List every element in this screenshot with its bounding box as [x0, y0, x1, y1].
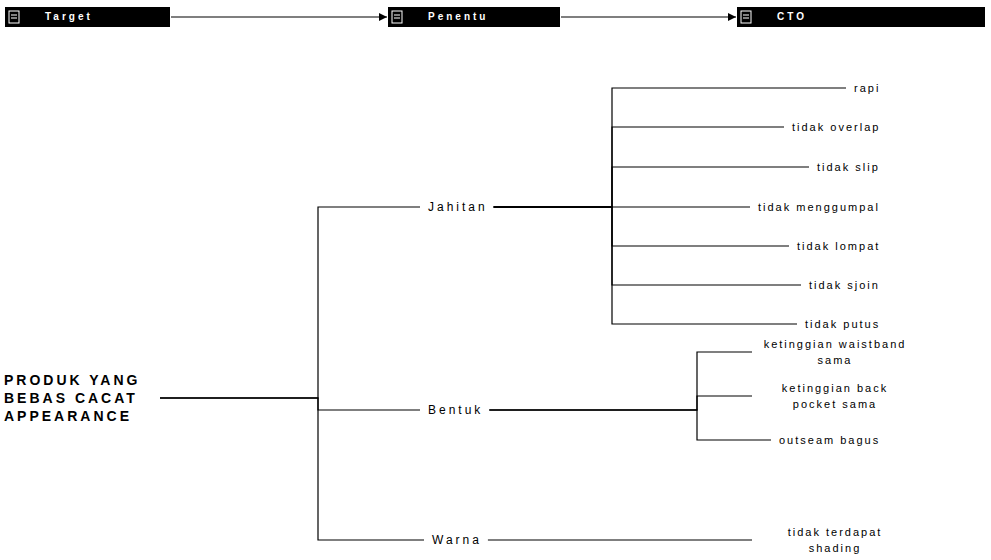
cto-node: ketinggian back pocket sama	[760, 378, 910, 414]
tree-connector	[489, 396, 752, 410]
header-box: Target	[5, 7, 170, 27]
node-text: tidak terdapat shading	[760, 524, 910, 556]
determinant-node: Jahitan	[428, 198, 488, 216]
cto-node: tidak overlap	[792, 119, 880, 135]
tree-connector	[494, 207, 789, 246]
node-text: tidak menggumpal	[758, 201, 880, 213]
cto-node: tidak putus	[805, 316, 880, 332]
node-text: Penentu	[428, 7, 560, 27]
node-text: ketinggian waistband sama	[760, 336, 910, 368]
tree-connector	[494, 207, 797, 324]
determinant-node: Warna	[432, 531, 482, 549]
tree-connector	[160, 398, 424, 540]
node-text: Target	[45, 7, 170, 27]
node-text: tidak sjoin	[809, 279, 880, 291]
node-text: tidak overlap	[792, 121, 880, 133]
root-node: PRODUK YANG BEBAS CACAT APPEARANCE	[4, 371, 154, 425]
tree-connector	[494, 88, 846, 207]
node-text: rapi	[854, 82, 880, 94]
tree-connector	[488, 539, 752, 540]
tree-connector	[489, 410, 771, 440]
node-text: CTO	[777, 7, 985, 27]
cto-node: rapi	[854, 80, 880, 96]
flow-arrow	[561, 16, 736, 17]
cto-node: tidak lompat	[797, 238, 880, 254]
determinant-node: Bentuk	[428, 401, 483, 419]
node-text: Jahitan	[428, 200, 488, 214]
tree-connector	[489, 352, 752, 410]
node-text: outseam bagus	[779, 434, 880, 446]
node-text: tidak lompat	[797, 240, 880, 252]
node-text: Warna	[432, 533, 482, 547]
tree-connector	[160, 398, 420, 410]
node-text: tidak slip	[817, 161, 880, 173]
node-text: Bentuk	[428, 403, 483, 417]
header-icon	[391, 10, 405, 24]
cto-node: ketinggian waistband sama	[760, 334, 910, 370]
cto-node: tidak slip	[817, 159, 880, 175]
node-text: tidak putus	[805, 318, 880, 330]
cto-node: outseam bagus	[779, 432, 880, 448]
header-box: Penentu	[388, 7, 560, 27]
cto-node: tidak menggumpal	[758, 199, 880, 215]
cto-node: tidak terdapat shading	[760, 522, 910, 558]
flow-arrow	[171, 16, 387, 17]
node-text: PRODUK YANG BEBAS CACAT APPEARANCE	[4, 371, 154, 425]
header-box: CTO	[737, 7, 985, 27]
tree-connector	[160, 207, 420, 398]
node-text: ketinggian back pocket sama	[760, 380, 910, 412]
cto-node: tidak sjoin	[809, 277, 880, 293]
header-icon	[740, 10, 754, 24]
header-icon	[8, 10, 22, 24]
tree-connector	[494, 207, 801, 285]
